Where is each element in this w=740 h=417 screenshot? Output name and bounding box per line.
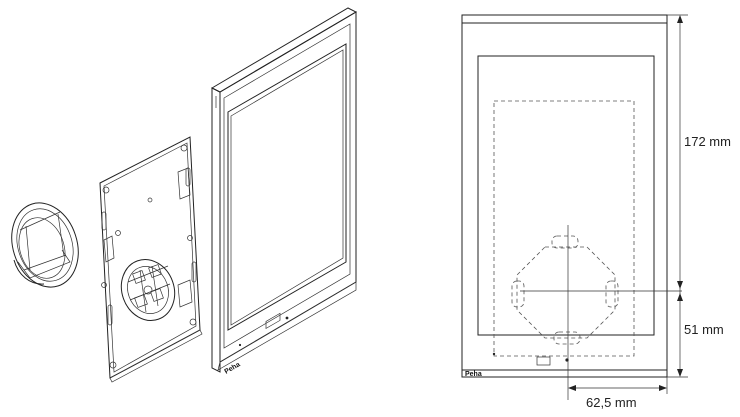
- display-window: [477, 55, 655, 336]
- front-button: [536, 356, 551, 366]
- dimensions: 172 mm 51 mm 62,5 mm: [568, 14, 731, 410]
- frame-outline: [461, 14, 668, 378]
- bus-module: [120, 259, 176, 321]
- dimension-62-5mm: 62,5 mm: [586, 395, 637, 410]
- mounting-ring: [11, 202, 79, 288]
- front-view: Peha 172 mm 51 mm 62,5 mm: [461, 14, 731, 410]
- exploded-view: Peha: [11, 7, 358, 383]
- back-plate: [99, 136, 203, 383]
- led-dot: [565, 358, 569, 362]
- exploded-brand-label: Peha: [224, 361, 242, 375]
- bus-module-outline-dashed: [516, 246, 616, 339]
- backplate-outline-dashed: [493, 100, 635, 357]
- dimension-172mm: 172 mm: [684, 134, 731, 149]
- front-brand-label: Peha: [465, 371, 482, 378]
- dimension-51mm: 51 mm: [684, 322, 724, 337]
- device-frame: Peha: [210, 7, 358, 376]
